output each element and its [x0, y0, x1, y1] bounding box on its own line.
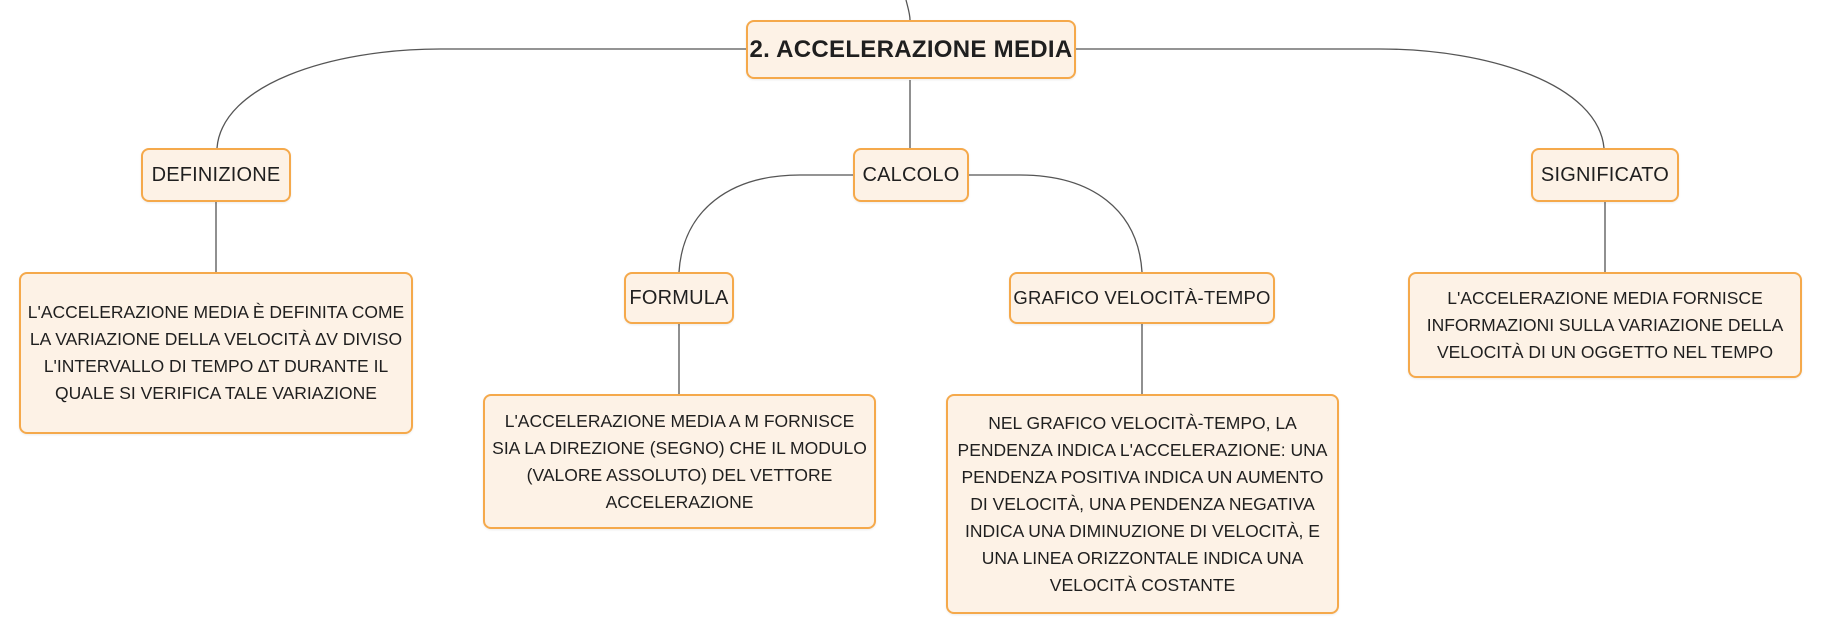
root-title: 2. ACCELERAZIONE MEDIA — [749, 35, 1073, 63]
node-formula[interactable]: FORMULA — [624, 272, 734, 324]
definizione-label: DEFINIZIONE — [151, 163, 281, 186]
node-significato[interactable]: SIGNIFICATO — [1531, 148, 1679, 202]
grafico-label: GRAFICO VELOCITÀ-TEMPO — [1013, 287, 1271, 308]
connector-calcolo-formula — [678, 174, 853, 273]
formula-text: L'ACCELERAZIONE MEDIA A M FORNISCE SIA L… — [492, 410, 867, 512]
definizione-text: L'ACCELERAZIONE MEDIA È DEFINITA COME LA… — [27, 302, 405, 403]
node-definizione[interactable]: DEFINIZIONE — [141, 148, 291, 202]
grafico-text: NEL GRAFICO VELOCITÀ-TEMPO, LA PENDENZA … — [957, 412, 1328, 595]
node-grafico-text[interactable]: NEL GRAFICO VELOCITÀ-TEMPO, LA PENDENZA … — [946, 394, 1339, 614]
root-node[interactable]: 2. ACCELERAZIONE MEDIA — [746, 20, 1076, 79]
formula-label: FORMULA — [629, 286, 729, 309]
node-definizione-text[interactable]: L'ACCELERAZIONE MEDIA È DEFINITA COME LA… — [19, 272, 413, 434]
connector-root-definizione — [216, 48, 746, 149]
node-significato-text[interactable]: L'ACCELERAZIONE MEDIA FORNISCE INFORMAZI… — [1408, 272, 1802, 378]
connector-calcolo-grafico — [968, 174, 1143, 273]
connector-parent — [905, 0, 911, 21]
node-calcolo[interactable]: CALCOLO — [853, 148, 969, 202]
node-formula-text[interactable]: L'ACCELERAZIONE MEDIA A M FORNISCE SIA L… — [483, 394, 876, 529]
connector-root-significato — [1075, 48, 1605, 149]
node-grafico[interactable]: GRAFICO VELOCITÀ-TEMPO — [1009, 272, 1275, 324]
significato-text: L'ACCELERAZIONE MEDIA FORNISCE INFORMAZI… — [1426, 287, 1784, 362]
calcolo-label: CALCOLO — [862, 163, 960, 186]
significato-label: SIGNIFICATO — [1540, 163, 1670, 186]
